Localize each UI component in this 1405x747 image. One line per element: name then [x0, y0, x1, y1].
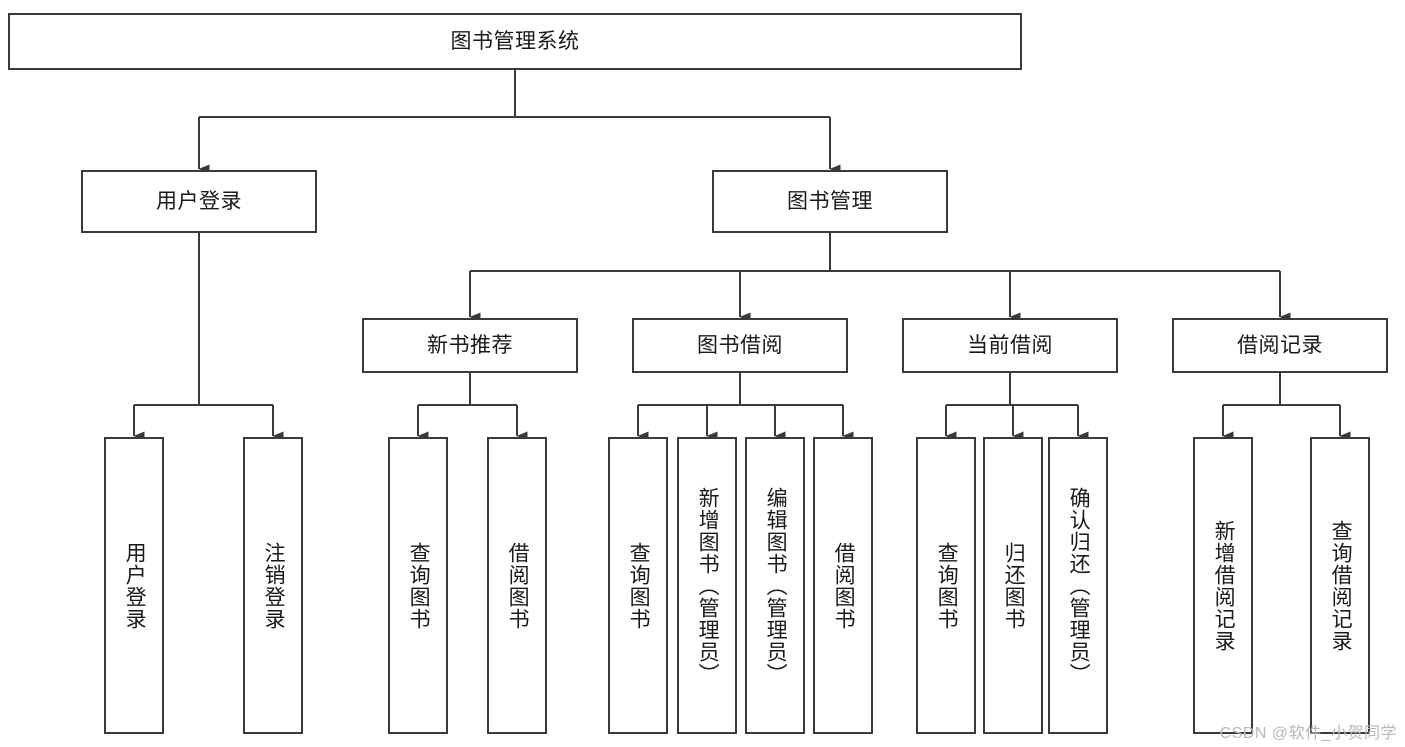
node-leaf-add-record-label: 新增借阅记录 — [1212, 519, 1236, 652]
node-leaf-confirm-return-label: 确认归还（管理员） — [1067, 486, 1091, 685]
node-leaf-query-book-rec[interactable]: 查询图书 — [388, 437, 448, 734]
node-leaf-confirm-return[interactable]: 确认归还（管理员） — [1048, 437, 1108, 734]
node-leaf-query-book-borrow-label: 查询图书 — [627, 541, 651, 630]
node-leaf-query-book-cur-label: 查询图书 — [935, 541, 959, 630]
node-book-borrow[interactable]: 图书借阅 — [632, 318, 848, 373]
node-leaf-query-record-label: 查询借阅记录 — [1329, 519, 1353, 652]
node-user-login-label: 用户登录 — [156, 189, 242, 213]
node-current-borrow-label: 当前借阅 — [967, 333, 1053, 357]
node-new-book-rec[interactable]: 新书推荐 — [362, 318, 578, 373]
node-leaf-query-book-rec-label: 查询图书 — [407, 541, 431, 630]
node-root[interactable]: 图书管理系统 — [8, 13, 1022, 70]
node-leaf-return-book-label: 归还图书 — [1002, 541, 1026, 630]
node-leaf-add-record[interactable]: 新增借阅记录 — [1193, 437, 1253, 734]
node-leaf-add-book-label: 新增图书（管理员） — [696, 486, 720, 685]
node-leaf-borrow-book-rec-label: 借阅图书 — [506, 541, 530, 630]
node-current-borrow[interactable]: 当前借阅 — [902, 318, 1118, 373]
node-leaf-user-logout[interactable]: 注销登录 — [243, 437, 303, 734]
node-leaf-edit-book-label: 编辑图书（管理员） — [764, 486, 788, 685]
node-borrow-record[interactable]: 借阅记录 — [1172, 318, 1388, 373]
node-leaf-add-book[interactable]: 新增图书（管理员） — [677, 437, 737, 734]
node-leaf-return-book[interactable]: 归还图书 — [983, 437, 1043, 734]
node-book-borrow-label: 图书借阅 — [697, 333, 783, 357]
node-new-book-rec-label: 新书推荐 — [427, 333, 513, 357]
node-leaf-edit-book[interactable]: 编辑图书（管理员） — [745, 437, 805, 734]
node-leaf-user-login-label: 用户登录 — [123, 541, 147, 630]
node-root-label: 图书管理系统 — [450, 29, 580, 53]
node-leaf-query-book-borrow[interactable]: 查询图书 — [608, 437, 668, 734]
node-leaf-query-book-cur[interactable]: 查询图书 — [916, 437, 976, 734]
node-leaf-user-login[interactable]: 用户登录 — [104, 437, 164, 734]
node-leaf-borrow-book-rec[interactable]: 借阅图书 — [487, 437, 547, 734]
node-leaf-user-logout-label: 注销登录 — [262, 541, 286, 630]
node-leaf-borrow-book[interactable]: 借阅图书 — [813, 437, 873, 734]
node-user-login[interactable]: 用户登录 — [81, 170, 317, 233]
node-leaf-query-record[interactable]: 查询借阅记录 — [1310, 437, 1370, 734]
node-borrow-record-label: 借阅记录 — [1237, 333, 1323, 357]
node-book-manage[interactable]: 图书管理 — [712, 170, 948, 233]
node-book-manage-label: 图书管理 — [787, 189, 873, 213]
node-leaf-borrow-book-label: 借阅图书 — [832, 541, 856, 630]
